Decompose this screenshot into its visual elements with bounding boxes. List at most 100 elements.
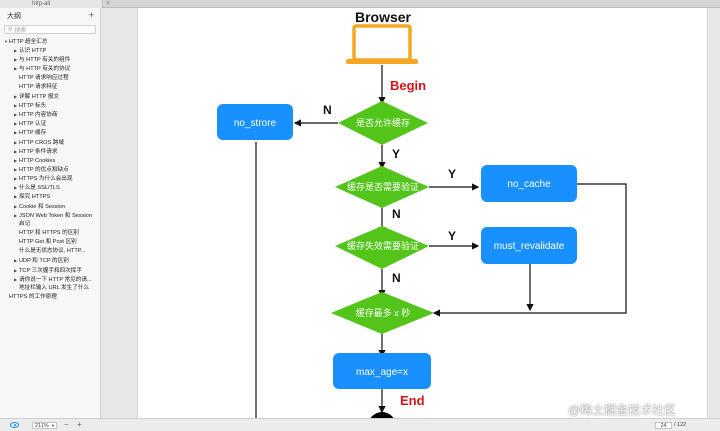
document-page: Browser 是否允许缓存 <box>137 8 708 418</box>
label-n-expired: N <box>392 271 401 285</box>
outline-item-label: HTTPS 为什么会出现 <box>19 176 73 183</box>
chevron-right-icon[interactable]: ▶ <box>14 212 18 218</box>
outline-item[interactable]: HTTP Get 和 Post 区别 <box>0 238 100 247</box>
outline-item[interactable]: ▶Cookie 和 Session <box>0 202 100 211</box>
outline-item[interactable]: ▶与 HTTP 有关的组件 <box>0 55 100 64</box>
outline-item[interactable]: HTTP 和 HTTPS 的区别 <box>0 229 100 238</box>
outline-item[interactable]: ▶认识 HTTP <box>0 46 100 55</box>
outline-item[interactable]: ▶HTTPS 为什么会出现 <box>0 174 100 183</box>
outline-item[interactable]: ▶请你说一下 HTTP 常见的请... <box>0 275 100 284</box>
plus-icon[interactable]: + <box>106 0 111 7</box>
outline-item[interactable]: ▶TCP 三次握手和四次挥手 <box>0 266 100 275</box>
chevron-right-icon[interactable]: ▶ <box>14 130 18 136</box>
flow-connectors <box>255 65 627 418</box>
zoom-out-button[interactable]: − <box>64 420 69 429</box>
eye-icon[interactable] <box>10 422 19 428</box>
label-y-no-cache: Y <box>448 167 456 181</box>
sidebar-header: 大纲 + <box>0 8 100 23</box>
decision-max-seconds: 缓存最多 x 秒 <box>331 292 434 334</box>
outline-item-label: Cookie 和 Session <box>19 203 66 210</box>
search-input[interactable]: ⚲ 搜索 <box>4 25 96 34</box>
chevron-right-icon[interactable]: ▶ <box>14 57 18 63</box>
label-n-validate: N <box>392 207 401 221</box>
end-node <box>370 412 394 418</box>
outline-item[interactable]: ▶详解 HTTP 报文 <box>0 92 100 101</box>
decision-need-validate: 缓存是否需要验证 <box>335 166 429 208</box>
decision-allow-cache-label: 是否允许缓存 <box>356 117 410 128</box>
chevron-right-icon[interactable]: ▶ <box>14 112 18 118</box>
box-no-strore-label: no_strore <box>234 118 277 129</box>
outline-item-label: 探究 HTTPS <box>19 194 51 201</box>
chevron-right-icon[interactable]: ▶ <box>14 121 18 127</box>
zoom-in-button[interactable]: + <box>77 420 82 429</box>
outline-item-label: HTTP 条件请求 <box>19 148 58 155</box>
outline-item-label: 什么是 SSL/TLS <box>19 185 60 192</box>
decision-allow-cache: 是否允许缓存 <box>338 101 428 145</box>
outline-item[interactable]: ▶HTTP 条件请求 <box>0 147 100 156</box>
chevron-right-icon[interactable]: ▶ <box>14 66 18 72</box>
outline-item[interactable]: ▶HTTP 的优点和缺点 <box>0 165 100 174</box>
outline-item[interactable]: ▶HTTP 认证 <box>0 119 100 128</box>
outline-item[interactable]: ▶HTTP Cookies <box>0 156 100 165</box>
chevron-right-icon[interactable]: ▶ <box>14 267 18 273</box>
zoom-select[interactable]: 211% ▼ <box>32 422 57 429</box>
outline-item[interactable]: ▶UDP 和 TCP 的区别 <box>0 256 100 265</box>
outline-item-label: HTTP 内容协商 <box>19 112 58 119</box>
outline-item-label: HTTP 标头 <box>19 102 47 109</box>
outline-item-label: 什么是无状态协议, HTTP... <box>19 248 86 255</box>
outline-item-label: HTTP 认证 <box>19 121 47 128</box>
outline-item[interactable]: ▶HTTP 缓存 <box>0 128 100 137</box>
outline-item[interactable]: ▶HTTP 标头 <box>0 101 100 110</box>
outline-item[interactable]: HTTP 请求响应过程 <box>0 74 100 83</box>
zoom-value: 211% <box>35 423 49 429</box>
box-must-revalidate-label: must_revalidate <box>494 241 565 252</box>
outline-item-label: HTTP CROS 跨域 <box>19 139 64 146</box>
tab-document[interactable]: http-all <box>0 0 103 8</box>
decision-max-seconds-label: 缓存最多 x 秒 <box>356 307 411 318</box>
label-y-allow: Y <box>392 147 400 161</box>
outline-tree: ▼HTTP 超全汇总▶认识 HTTP▶与 HTTP 有关的组件▶与 HTTP 有… <box>0 37 100 302</box>
outline-item[interactable]: ▶什么是 SSL/TLS <box>0 183 100 192</box>
page-number-input[interactable]: 24 <box>655 422 672 429</box>
outline-item-label: HTTP 缓存 <box>19 130 47 137</box>
chevron-right-icon[interactable]: ▶ <box>14 157 18 163</box>
outline-item[interactable]: 什么是无状态协议, HTTP... <box>0 247 100 256</box>
chevron-right-icon[interactable]: ▶ <box>14 176 18 182</box>
box-max-age: max_age=x <box>333 353 431 389</box>
outline-item[interactable]: ▶HTTP 内容协商 <box>0 110 100 119</box>
chevron-right-icon[interactable]: ▶ <box>14 258 18 264</box>
chevron-right-icon[interactable]: ▶ <box>14 48 18 54</box>
outline-item-label: HTTPS 的工作原理 <box>9 293 57 300</box>
chevron-right-icon[interactable]: ▶ <box>14 102 18 108</box>
outline-item[interactable]: ▶与 HTTP 有关的协议 <box>0 64 100 73</box>
chevron-right-icon[interactable]: ▶ <box>14 194 18 200</box>
outline-item[interactable]: ▶HTTP CROS 跨域 <box>0 138 100 147</box>
chevron-right-icon[interactable]: ▶ <box>14 203 18 209</box>
outline-item[interactable]: HTTPS 的工作原理 <box>0 293 100 302</box>
chevron-right-icon[interactable]: ▶ <box>14 148 18 154</box>
page-total: / 122 <box>674 422 687 428</box>
add-icon[interactable]: + <box>88 10 94 20</box>
outline-item[interactable]: ▶JSON Web Token 和 Session <box>0 211 100 220</box>
outline-item[interactable]: HTTP 请求特征 <box>0 83 100 92</box>
outline-item[interactable]: 地址栏输入 URL 发生了什么 <box>0 284 100 293</box>
outline-item[interactable]: 启记 <box>0 220 100 229</box>
outline-item-label: HTTP 的优点和缺点 <box>19 166 69 173</box>
outline-item-label: 启记 <box>19 220 31 227</box>
outline-item[interactable]: ▼HTTP 超全汇总 <box>0 37 100 46</box>
box-no-cache: no_cache <box>481 165 577 202</box>
outline-sidebar: 大纲 + ⚲ 搜索 ▼HTTP 超全汇总▶认识 HTTP▶与 HTTP 有关的组… <box>0 8 101 418</box>
box-no-cache-label: no_cache <box>507 179 551 190</box>
search-placeholder: 搜索 <box>14 28 27 34</box>
laptop-icon <box>346 24 418 64</box>
chevron-right-icon[interactable]: ▶ <box>14 93 18 99</box>
begin-label: Begin <box>390 78 426 93</box>
chevron-right-icon[interactable]: ▶ <box>14 276 18 282</box>
chevron-right-icon[interactable]: ▶ <box>14 166 18 172</box>
outline-item-label: 与 HTTP 有关的组件 <box>19 57 71 64</box>
chevron-right-icon[interactable]: ▶ <box>14 185 18 191</box>
outline-item[interactable]: ▶探究 HTTPS <box>0 192 100 201</box>
chevron-right-icon[interactable]: ▶ <box>14 139 18 145</box>
box-must-revalidate: must_revalidate <box>481 227 577 264</box>
chevron-down-icon[interactable]: ▼ <box>4 39 8 44</box>
